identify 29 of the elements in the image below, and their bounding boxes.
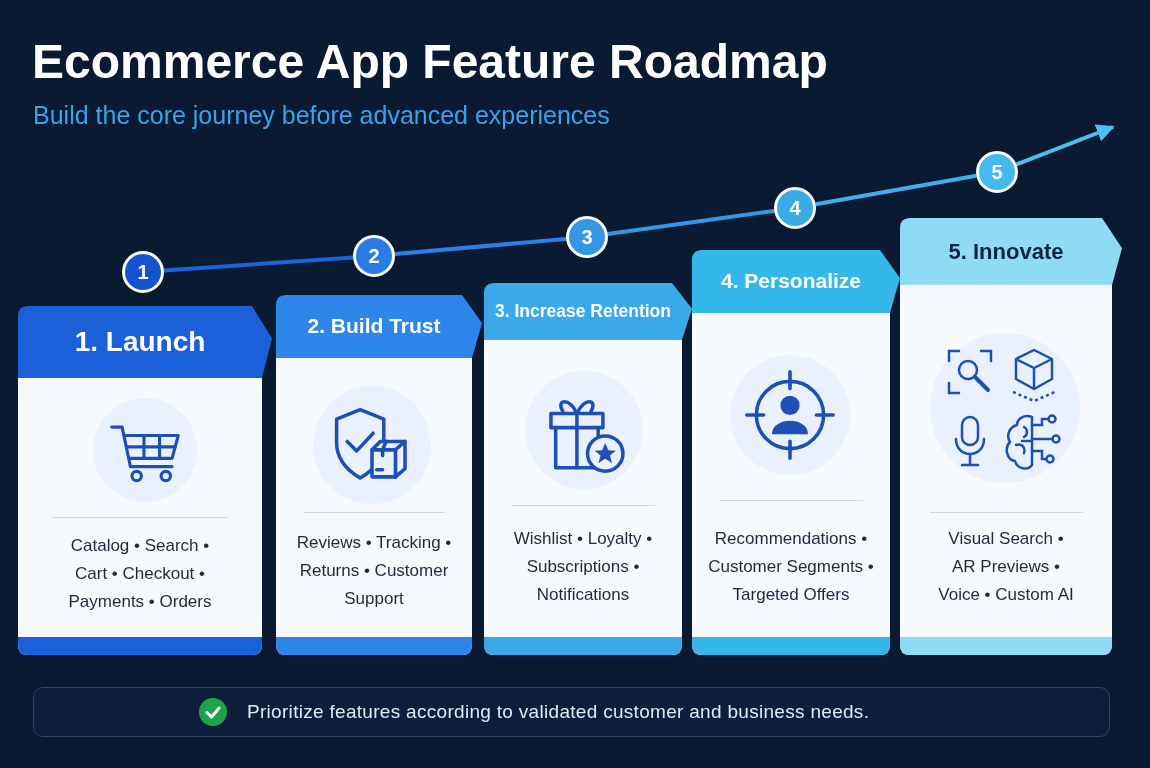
feature-list: Reviews • Tracking • Returns • Customer Support xyxy=(292,529,456,613)
roadmap-card xyxy=(484,283,692,655)
step-marker: 5 xyxy=(976,151,1018,193)
feature-list: Recommendations • Customer Segments • Targeted Offers xyxy=(703,525,879,609)
stage-title: 5. Innovate xyxy=(948,238,1064,265)
step-marker: 4 xyxy=(774,187,816,229)
roadmap-card xyxy=(276,295,482,655)
connector-line xyxy=(607,208,775,237)
connector-line xyxy=(815,173,977,207)
feature-list: Catalog • Search • Cart • Checkout • Payments • Orders xyxy=(56,532,224,616)
arrow xyxy=(1015,124,1115,167)
feature-list: Visual Search • AR Previews • Voice • Custom AI xyxy=(936,525,1076,609)
roadmap-card xyxy=(18,306,272,655)
title: Ecommerce App Feature Roadmap xyxy=(32,34,828,90)
step-marker: 1 xyxy=(122,251,164,293)
subtitle: Build the core journey before advanced experiences xyxy=(33,100,610,130)
step-marker: 2 xyxy=(353,235,395,277)
note-banner xyxy=(33,687,1110,737)
connector-line xyxy=(163,255,354,273)
roadmap-card xyxy=(900,218,1122,655)
stage-title: 4. Personalize xyxy=(720,269,862,294)
stage-title: 2. Build Trust xyxy=(307,314,441,339)
feature-list: Wishlist • Loyalty • Subscriptions • Notifications xyxy=(501,525,665,609)
stage-title: 1. Launch xyxy=(74,325,206,359)
stage-title: 3. Increase Retention xyxy=(494,301,671,322)
note-text: Prioritize features according to validated customer and business needs. xyxy=(247,701,870,723)
step-marker: 3 xyxy=(566,216,608,258)
roadmap-card xyxy=(692,250,900,655)
connector-line xyxy=(394,236,567,257)
